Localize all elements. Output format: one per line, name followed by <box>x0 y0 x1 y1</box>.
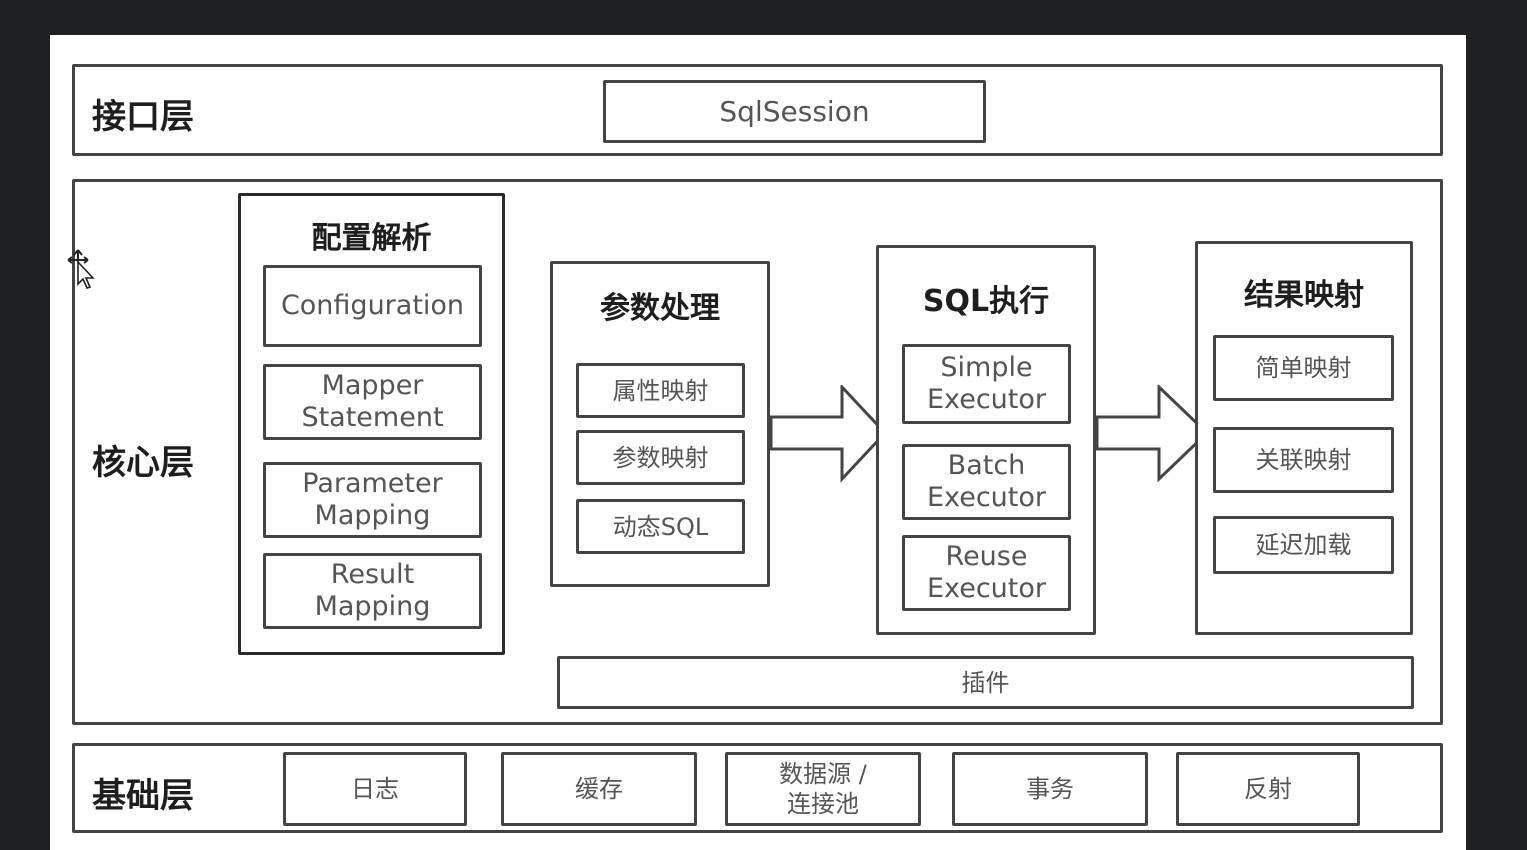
hollow-right-arrow-icon <box>769 385 888 483</box>
mapper-statement-box: Mapper Statement <box>263 364 482 440</box>
sql-execution-title: SQL执行 <box>922 284 1050 319</box>
reuse-executor-box: Reuse Executor <box>902 535 1071 611</box>
param-handling-title: 参数处理 <box>600 291 720 326</box>
plugin-box: 插件 <box>557 656 1414 709</box>
datasource-pool-box: 数据源 / 连接池 <box>725 752 921 826</box>
param-handling-group: 参数处理 属性映射 参数映射 动态SQL <box>550 261 770 587</box>
interface-layer-label: 接口层 <box>92 97 194 137</box>
lazy-loading-box: 延迟加载 <box>1213 516 1394 574</box>
core-layer-label: 核心层 <box>92 443 194 483</box>
simple-mapping-box: 简单映射 <box>1213 335 1394 401</box>
property-mapping-box: 属性映射 <box>576 363 745 418</box>
interface-layer: 接口层 SqlSession <box>72 64 1443 156</box>
simple-executor-box: Simple Executor <box>902 344 1071 424</box>
base-layer-label: 基础层 <box>92 776 194 816</box>
base-layer: 基础层 日志 缓存 数据源 / 连接池 事务 反射 <box>72 743 1443 833</box>
core-layer: 核心层 配置解析 Configuration Mapper Statement … <box>72 179 1443 725</box>
config-parsing-title: 配置解析 <box>311 221 432 256</box>
sqlsession-box: SqlSession <box>603 80 986 143</box>
move-cursor-icon <box>67 249 95 289</box>
parameter-mapping-box: Parameter Mapping <box>263 462 482 538</box>
reflection-box: 反射 <box>1176 752 1360 826</box>
sql-execution-group: SQL执行 Simple Executor Batch Executor Reu… <box>876 245 1096 635</box>
result-mapping-box: Result Mapping <box>263 553 482 629</box>
config-parsing-group: 配置解析 Configuration Mapper Statement Para… <box>238 193 505 655</box>
result-mapping-group: 结果映射 简单映射 关联映射 延迟加载 <box>1195 241 1413 635</box>
batch-executor-box: Batch Executor <box>902 444 1071 520</box>
hollow-right-arrow-icon <box>1095 385 1210 483</box>
result-mapping-title: 结果映射 <box>1244 278 1364 313</box>
cache-box: 缓存 <box>501 752 697 826</box>
architecture-canvas: 接口层 SqlSession 核心层 配置解析 Configuration Ma… <box>50 35 1466 850</box>
dynamic-sql-box: 动态SQL <box>576 499 745 554</box>
transaction-box: 事务 <box>952 752 1148 826</box>
logging-box: 日志 <box>283 752 467 826</box>
parameter-mapping-cn-box: 参数映射 <box>576 430 745 485</box>
configuration-box: Configuration <box>263 265 482 347</box>
association-mapping-box: 关联映射 <box>1213 427 1394 493</box>
